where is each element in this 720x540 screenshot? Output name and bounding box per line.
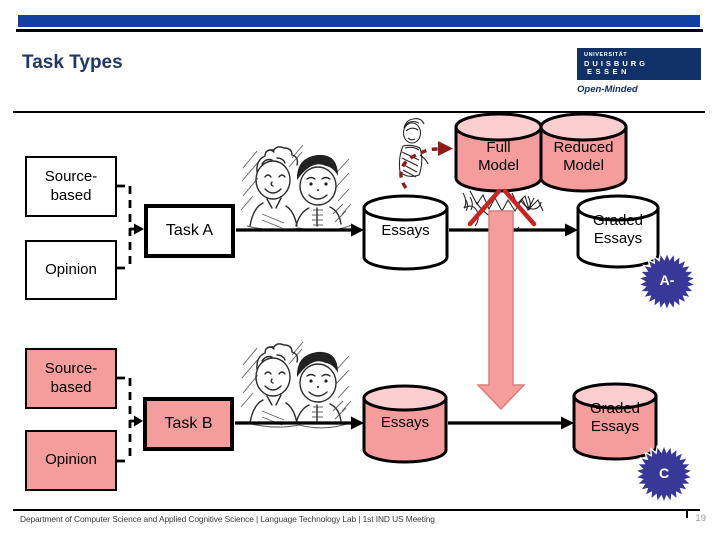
top-accent-bar [18,15,700,27]
essays-cylinder-top [362,194,449,271]
graded-essays-text-bottom: Graded Essays [589,399,641,435]
rater-sketch [398,118,429,178]
graded-essays-cylinder-top [576,194,660,269]
full-model-text: Full Model [478,138,519,174]
dashed-connector-bottom [117,376,143,463]
top-divider-line [16,29,703,32]
graded-essays-label-top: Graded Essays [578,202,658,258]
grade-badge-a [637,251,697,312]
footer-text: Department of Computer Science and Appli… [20,514,435,524]
children-sketch-bottom [240,341,353,429]
source-based-label-top: Source-based [44,168,98,204]
full-model-cylinder [454,112,543,193]
source-based-box-top: Source-based [25,156,117,217]
footer-line-tick [686,509,688,518]
full-model-label: Full Model [456,128,541,186]
opinion-box-top: Opinion [25,240,117,300]
logo-university-text: UNIVERSITÄT [584,52,628,58]
grade-a-label: A- [659,272,675,289]
reduced-model-label: Reduced Model [541,128,626,186]
logo-city1-text: DUISBURG [584,59,649,68]
opinion-label-bottom: Opinion [45,451,97,469]
task-b-box: Task B [143,397,234,451]
task-b-label: Task B [164,415,213,433]
logo-tagline: Open-Minded [577,84,638,95]
graded-essays-label-bottom: Graded Essays [574,390,656,446]
opinion-label-top: Opinion [45,260,97,278]
reduced-model-cylinder [539,112,628,193]
essays-label-bottom: Essays [380,414,430,432]
opinion-box-bottom: Opinion [25,430,117,491]
rater-to-model-arrow [399,141,453,190]
essays-cylinder-bottom [362,384,448,464]
reduced-model-text: Reduced Model [553,138,614,174]
footer-line [13,509,700,511]
task-a-label: Task A [165,222,214,240]
source-based-label-bottom: Source-based [44,360,98,396]
essays-label-top: Essays [381,222,430,240]
graded-essays-cylinder-bottom [572,382,658,461]
graded-essays-text-top: Graded Essays [592,211,644,247]
red-cross-out [467,188,537,227]
title-separator-line [13,111,705,114]
source-based-box-bottom: Source-based [25,348,117,409]
grade-badge-c [634,444,694,504]
university-logo: UNIVERSITÄT DUISBURG ESSEN [577,48,701,80]
page-number: 19 [695,513,706,524]
model-transfer-arrow [476,210,526,411]
page-title: Task Types [22,52,123,73]
children-sketch [240,144,353,232]
logo-city2-text: ESSEN [587,67,630,76]
dashed-connector-top [117,184,144,270]
grade-c-label: C [658,465,670,482]
task-a-box: Task A [144,204,235,258]
